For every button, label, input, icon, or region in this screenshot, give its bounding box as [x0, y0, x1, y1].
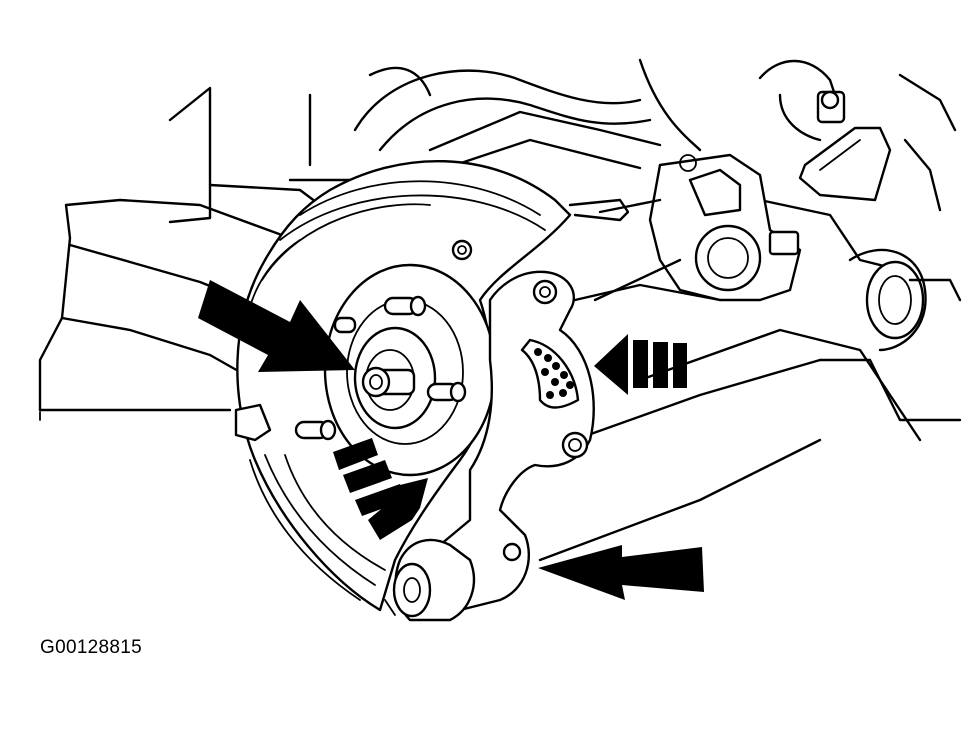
hub-flange [294, 263, 497, 477]
arrow-right-dashed-tone-ring [594, 334, 687, 395]
figure-id-label: G00128815 [40, 637, 143, 658]
arrow-lower-left-dashed [333, 438, 428, 540]
chassis-outline [38, 58, 962, 562]
steering-knuckle [384, 270, 595, 622]
arrow-upper-left-hub [198, 280, 355, 372]
arrow-lower-right-knuckle [538, 545, 704, 600]
